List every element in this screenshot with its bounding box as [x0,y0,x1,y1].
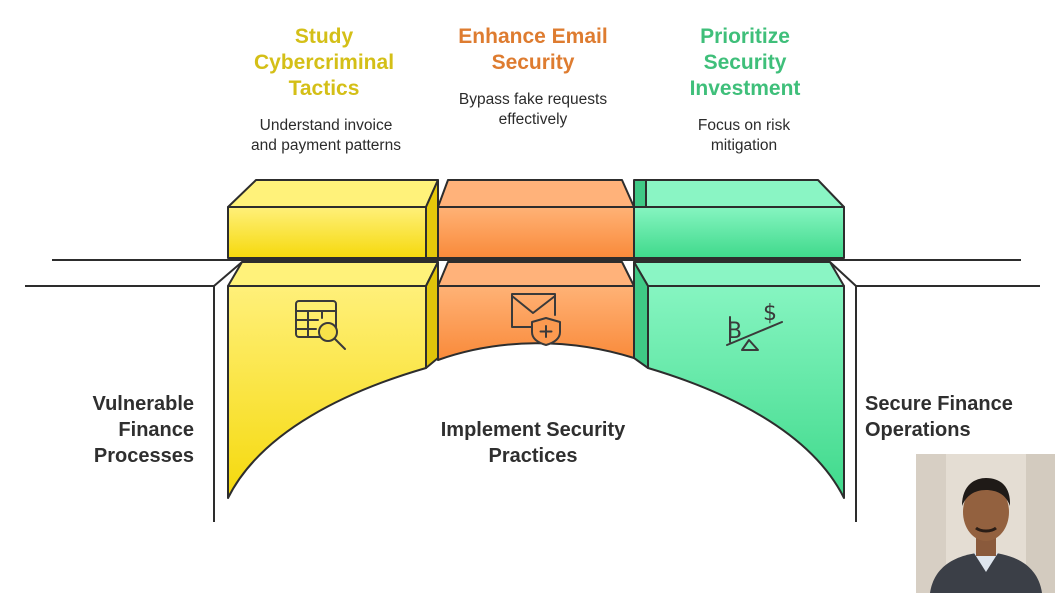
arch-green [633,261,845,499]
step-3-description: Focus on risk mitigation [697,117,791,154]
arch-yellow [227,261,439,499]
table-search-icon [295,300,346,350]
person-silhouette-icon [916,454,1055,593]
top-box-green [633,179,845,259]
right-label: Secure Finance Operations [865,393,1013,441]
ground-lines [25,259,1040,522]
step-1-title: Study Cybercriminal Tactics [253,25,395,100]
left-label: Vulnerable Finance Processes [92,393,194,467]
center-label: Implement Security Practices [440,419,626,467]
step-3-title: Prioritize Security Investment [689,25,801,100]
svg-text:$: $ [763,301,777,326]
step-2-title: Enhance Email Security [458,25,608,74]
currency-balance-icon: B $ [726,301,783,351]
presenter-avatar [916,454,1055,593]
step-1-description: Understand invoice and payment patterns [251,117,401,154]
step-2-description: Bypass fake requests effectively [458,91,608,128]
top-box-orange [437,179,635,259]
top-box-yellow [227,179,439,259]
email-shield-icon [511,293,561,346]
